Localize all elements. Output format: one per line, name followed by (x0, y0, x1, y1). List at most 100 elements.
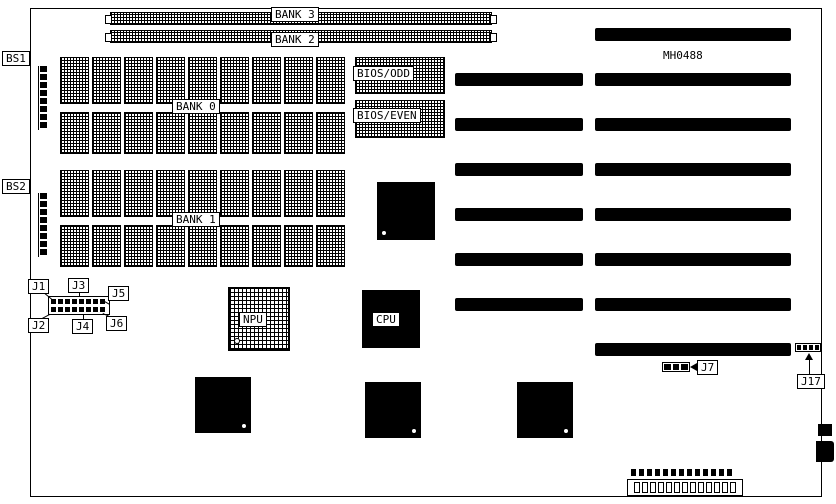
j7-connector (662, 362, 690, 372)
pin-dark (655, 469, 660, 476)
bs-cell (40, 241, 47, 247)
dram-chip (220, 225, 249, 267)
dram-chip (60, 170, 89, 217)
pin1-dot (241, 423, 247, 429)
bs2-connector (38, 193, 47, 257)
support-qfp-2 (360, 377, 426, 443)
bs-cell (40, 201, 47, 207)
slot-bar (455, 118, 583, 131)
dram-chip (92, 170, 121, 217)
dram-chip (284, 112, 313, 154)
dram-chip (60, 225, 89, 267)
bs-cell (40, 90, 47, 96)
bs-cell (40, 114, 47, 120)
pin-dark (679, 469, 684, 476)
dram-chip (188, 170, 217, 217)
bank0-label: BANK 0 (172, 99, 220, 114)
pin-dark (671, 469, 676, 476)
pin-open (730, 482, 736, 493)
npu-label: NPU (239, 312, 267, 327)
expansion-slots-left (455, 73, 583, 311)
dram-chip (124, 112, 153, 154)
pin-dark (695, 469, 700, 476)
slot-bar (455, 253, 583, 266)
dram-chip (60, 57, 89, 104)
dram-chip (188, 112, 217, 154)
jb-cell (58, 307, 63, 312)
dram-chip (220, 170, 249, 217)
dram-row-3 (60, 170, 350, 217)
bios-even-label: BIOS/EVEN (353, 108, 421, 123)
edge-connector (818, 424, 832, 436)
j-cell (803, 345, 807, 350)
dram-chip (316, 170, 345, 217)
board-outline (30, 8, 822, 497)
jb-cell (100, 299, 105, 304)
slot-bar (595, 208, 791, 221)
jumper-block (48, 296, 110, 315)
bs-cell (40, 193, 47, 199)
bs-cell (40, 217, 47, 223)
jb-cell (93, 299, 98, 304)
pin-open (698, 482, 704, 493)
pin-dark (719, 469, 724, 476)
dram-chip (252, 112, 281, 154)
bottom-connector-pins (631, 469, 732, 476)
pin-open (650, 482, 656, 493)
bank2-label: BANK 2 (271, 32, 319, 47)
pin1-dot (234, 338, 240, 344)
pin-dark (687, 469, 692, 476)
dram-chip (252, 170, 281, 217)
dram-chip (156, 57, 185, 104)
j2-label: J2 (28, 318, 50, 333)
dram-chip (284, 225, 313, 267)
pin-dark (639, 469, 644, 476)
dram-chip (156, 170, 185, 217)
pin-open (674, 482, 680, 493)
bios-odd-label: BIOS/ODD (353, 66, 414, 81)
pin-open (658, 482, 664, 493)
jb-cell (65, 307, 70, 312)
dram-chip (252, 57, 281, 104)
pin-dark (631, 469, 636, 476)
slot-bar (595, 163, 791, 176)
pin-dark (703, 469, 708, 476)
dram-chip (220, 57, 249, 104)
bs-cell (40, 233, 47, 239)
dram-chip (60, 112, 89, 154)
j6-label: J6 (106, 316, 128, 331)
jb-cell (51, 307, 56, 312)
expansion-slots-right (595, 28, 791, 356)
jb-cell (86, 299, 91, 304)
pin1-dot (563, 428, 569, 434)
bs-cell (40, 106, 47, 112)
dram-chip (156, 225, 185, 267)
bs-cell (40, 82, 47, 88)
jb-cell (65, 299, 70, 304)
keyboard-connector (816, 441, 834, 462)
dram-chip (188, 225, 217, 267)
dram-chip (284, 57, 313, 104)
dram-row-2 (60, 112, 350, 154)
bank1-label: BANK 1 (172, 212, 220, 227)
j3-label: J3 (68, 278, 90, 293)
dram-chip (124, 57, 153, 104)
cpu-label: CPU (372, 312, 400, 327)
j-cell (664, 364, 671, 370)
j-cell (815, 345, 819, 350)
dram-row-1 (60, 57, 350, 104)
dram-chip (316, 57, 345, 104)
pin-dark (663, 469, 668, 476)
dram-chip (252, 225, 281, 267)
j7-label: J7 (697, 360, 719, 375)
dram-chip (284, 170, 313, 217)
slot-bar (595, 298, 791, 311)
dram-chip (124, 170, 153, 217)
j-cell (672, 364, 680, 370)
j17-arrow-icon (805, 353, 813, 360)
pin-open (642, 482, 648, 493)
dram-chip (220, 112, 249, 154)
slot-bar (595, 118, 791, 131)
chipset-qfp (372, 177, 440, 245)
